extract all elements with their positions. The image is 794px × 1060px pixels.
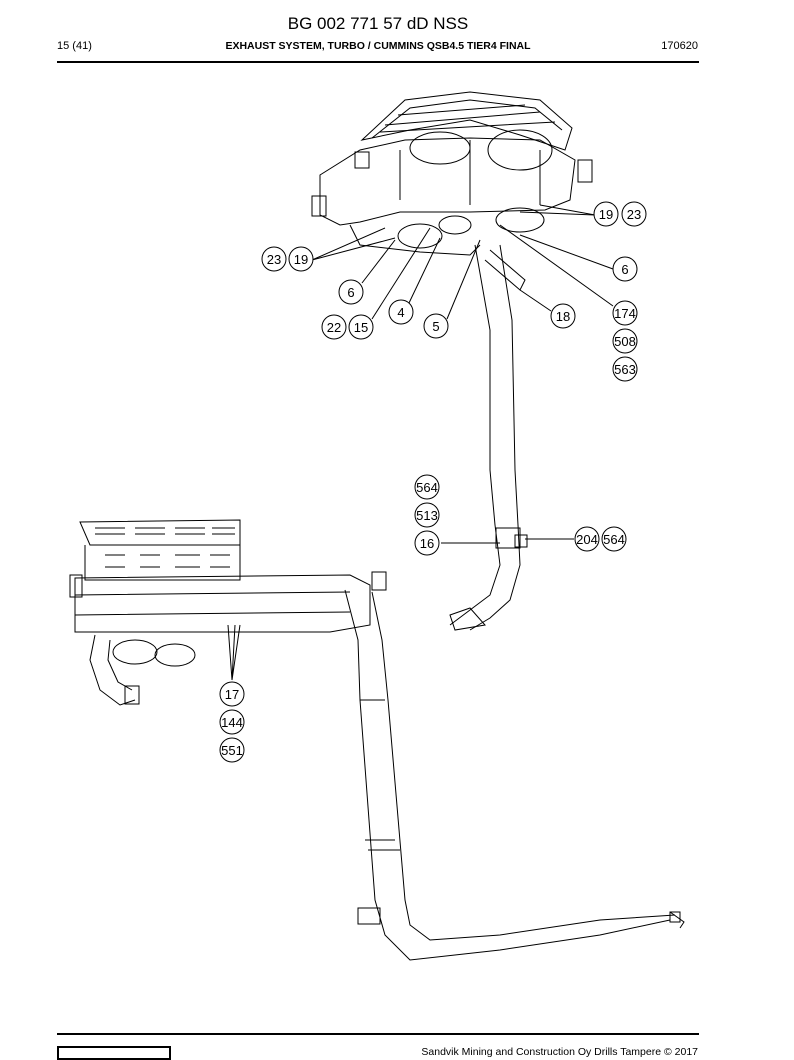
callout-17: 17 <box>225 687 239 702</box>
callout-5: 5 <box>432 319 439 334</box>
callout-16: 16 <box>420 536 434 551</box>
callout-15: 15 <box>354 320 368 335</box>
header-divider <box>57 61 699 63</box>
callout-508: 508 <box>614 334 636 349</box>
footer-divider <box>57 1033 699 1035</box>
sandvik-logo <box>57 1046 171 1060</box>
section-title: EXHAUST SYSTEM, TURBO / CUMMINS QSB4.5 T… <box>225 40 531 52</box>
callout-23: 23 <box>267 252 281 267</box>
document-date: 170620 <box>661 40 698 52</box>
callout-23: 23 <box>627 207 641 222</box>
callout-551: 551 <box>221 743 243 758</box>
callout-174: 174 <box>614 306 636 321</box>
callout-19: 19 <box>294 252 308 267</box>
page-number: 15 (41) <box>57 40 92 52</box>
upper-exhaust-pipe <box>449 244 528 631</box>
callout-6: 6 <box>621 262 628 277</box>
copyright-text: Sandvik Mining and Construction Oy Drill… <box>421 1046 698 1058</box>
lower-exhaust-pipe <box>344 589 685 961</box>
callout-6: 6 <box>347 285 354 300</box>
callout-563: 563 <box>614 362 636 377</box>
callout-19: 19 <box>599 207 613 222</box>
callout-513: 513 <box>416 508 438 523</box>
lower-machine-frame <box>69 519 387 706</box>
callout-balloons <box>219 201 647 763</box>
callout-564: 564 <box>416 480 438 495</box>
upper-engine-assembly <box>311 129 593 256</box>
callout-204: 204 <box>576 532 598 547</box>
callout-144: 144 <box>221 715 243 730</box>
document-id: BG 002 771 57 dD NSS <box>287 14 469 33</box>
callout-4: 4 <box>397 305 404 320</box>
callout-22: 22 <box>327 320 341 335</box>
callout-564: 564 <box>603 532 625 547</box>
callout-18: 18 <box>556 309 570 324</box>
leader-lines <box>227 204 614 681</box>
upper-heat-shield <box>360 91 573 151</box>
